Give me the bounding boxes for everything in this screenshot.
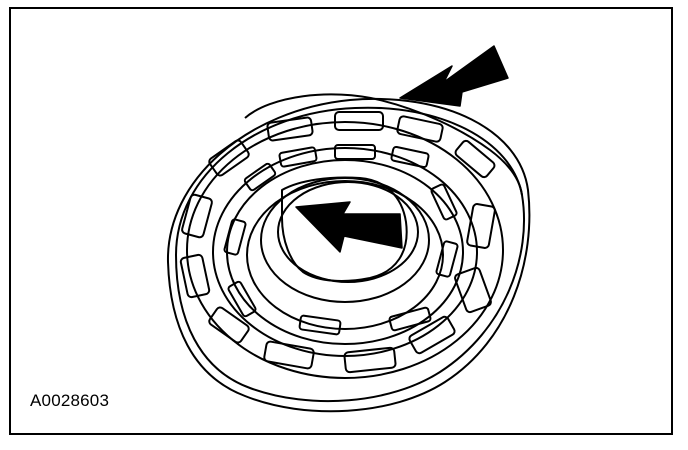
arrow-icon-upper xyxy=(399,45,509,107)
seal-segment-ring-inner xyxy=(212,147,478,357)
figure-id-label: A0028603 xyxy=(30,391,110,410)
seal-bore-lip xyxy=(281,176,408,282)
seal-outer-edge xyxy=(166,98,531,413)
seal-segment-ring-outer xyxy=(186,121,504,379)
arrow-icon-center xyxy=(295,201,403,253)
outer-slots xyxy=(179,111,496,374)
seal-hub-outer xyxy=(260,177,430,303)
seal-lip-flap xyxy=(244,93,523,196)
seal-inner-ring-inner xyxy=(246,180,444,330)
inner-slots xyxy=(223,144,459,336)
seal-outer-rim xyxy=(175,106,526,403)
seal-hub-inner xyxy=(277,181,419,283)
